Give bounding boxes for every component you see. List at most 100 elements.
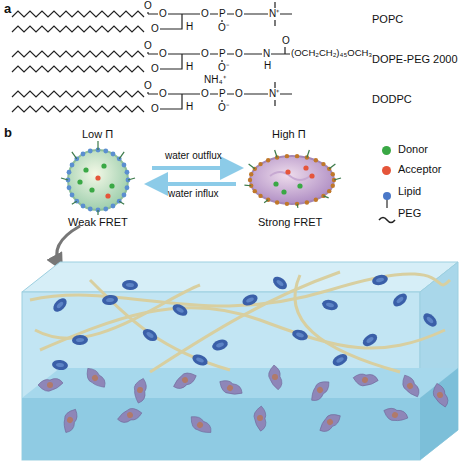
gel-vesicle [171,302,190,319]
vesicle-center [146,331,155,339]
vesicle-body [361,331,380,348]
cell-layer-side [420,368,458,460]
lipid-head [258,162,262,166]
gel-vesicle [361,331,380,348]
donor-dot [77,179,82,184]
influx-arrow [152,182,236,186]
cell [217,376,245,400]
gel-vesicle [331,352,350,369]
carbonyl-bond [284,46,285,54]
gel-vesicle [371,273,389,287]
peg-chain [61,178,68,180]
figure-label: NH₄⁺ [203,74,227,86]
cell [83,365,108,393]
peg-chain [249,164,255,169]
cell-body [59,406,82,434]
vesicle-body [101,294,118,306]
cell-body [187,412,214,438]
figure-label: O [200,48,210,60]
cell [268,364,283,390]
lipid-head [285,202,289,206]
vesicle-high [250,156,334,204]
fret-dot [285,169,290,174]
figure-label: O [234,8,244,20]
donor-dot [89,187,94,192]
lipid-head [285,154,289,158]
cell [59,406,82,434]
lipid-head [111,204,116,209]
gel-vesicle [291,328,309,342]
figure-label: (OCH₂CH₂)₄₅OCH₃ [290,48,373,59]
figure-label: O [158,8,168,20]
vesicle-low [68,150,128,210]
lipid-head [331,172,335,176]
lipid-head [67,185,72,190]
peg-chain [72,201,77,204]
vesicle-center [76,338,84,342]
lipid-head [258,194,262,198]
cell-nucleus [136,386,143,393]
figure-label: H [185,61,194,73]
fiber [90,280,230,370]
peg-chain [97,141,98,150]
lipid-head [249,172,253,176]
cell [38,379,63,392]
cell [382,405,410,426]
vesicle-body [122,280,138,291]
figure-label: N⁺ [268,88,280,100]
polymer-fibers [30,272,450,372]
figure-label: O [281,35,291,47]
vesicle-center [296,332,305,338]
gel-decor [38,273,450,438]
vesicle-center [216,342,225,348]
cell-layer-front [22,398,420,460]
vesicle-center [376,277,385,283]
gel-vesicle [72,335,89,346]
legend-text: Acceptor [398,163,441,176]
legend-swatch [382,146,391,155]
vesicle-body [241,292,260,308]
gel-vesicle [271,274,290,292]
gel-vesicle [321,298,339,311]
vesicle-center [326,302,335,308]
figure-label: High Π [272,128,306,141]
cell-nucleus [196,421,204,429]
peg-chain [128,178,135,180]
cell-nucleus [47,382,53,388]
cell-nucleus [326,418,334,426]
figure-label: H [185,21,194,33]
vesicle-body [51,296,69,314]
acceptor-dot [105,193,110,198]
fret-dot [297,183,302,188]
cell-nucleus [406,382,414,390]
figure-label: H [263,60,272,72]
gel-vesicle [421,311,439,329]
acyl-chain [12,91,144,97]
peg-chain [72,152,77,159]
vesicle-center [126,283,134,287]
cell-body [38,379,63,392]
cell-body [171,370,199,391]
peg-chain [97,210,98,215]
peg-chain [307,150,309,158]
vesicle-body [291,328,309,342]
donor-dot [109,183,114,188]
fiber [150,272,340,372]
figure-label: O [150,63,160,75]
cell [431,382,450,409]
figure-label: a [4,2,11,17]
figure-label: H [185,101,194,113]
figure-label: O [150,103,160,115]
cell-body [316,410,344,434]
cell-body [352,371,379,388]
cell-body [382,405,410,426]
legend-text: Lipid [398,185,421,198]
gel-vesicle [391,291,410,309]
gel-vesicle [122,280,138,291]
lipid-head [321,162,325,166]
figure-label: O [234,88,244,100]
lipid-head [125,170,130,175]
fiber [295,275,400,372]
figure-label: DODPC [372,93,412,106]
